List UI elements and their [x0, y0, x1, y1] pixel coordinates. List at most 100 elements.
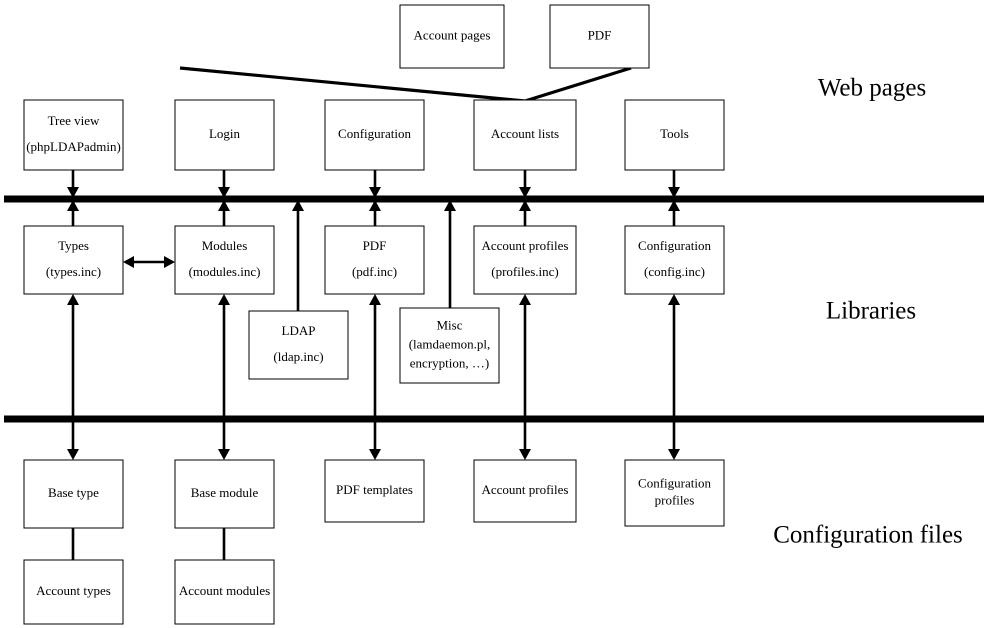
node-account-modules: Account modules — [174, 559, 275, 625]
connection-pdf-source-to-account-lists — [524, 66, 632, 103]
node-box — [324, 459, 425, 523]
node-label-line: Account profiles — [481, 238, 568, 253]
arrowhead-down — [67, 187, 79, 198]
arrowhead-up — [668, 294, 680, 305]
node-box — [174, 459, 275, 529]
arrowhead-down — [519, 449, 531, 460]
arrowhead-up — [67, 200, 79, 211]
node-box — [324, 225, 425, 295]
node-configuration-profiles: Configuration profiles — [624, 459, 725, 527]
connection-configuration-lib-up — [668, 200, 680, 226]
arrowhead-down — [668, 187, 680, 198]
node-label-line: Account profiles — [481, 482, 568, 497]
node-label-line: (profiles.inc) — [491, 264, 559, 279]
node-box — [624, 225, 725, 295]
node-label-line: (lamdaemon.pl, — [409, 336, 491, 351]
node-pdf-lib: PDF(pdf.inc) — [324, 225, 425, 295]
node-label-line: Account pages — [414, 27, 491, 42]
node-account-profiles-lib: Account profiles (profiles.inc) — [473, 225, 577, 295]
node-label-line: Configuration — [638, 475, 711, 490]
node-label-line: encryption, …) — [410, 355, 489, 370]
connection-account-profiles-up — [519, 200, 531, 226]
connection-profiles-to-account-profiles — [519, 294, 531, 460]
node-base-module: Base module — [174, 459, 275, 529]
node-tools: Tools — [624, 99, 725, 171]
arrowhead-up — [444, 200, 456, 211]
node-misc-lib: Misc (lamdaemon.pl, encryption, …) — [399, 307, 500, 384]
node-box — [174, 99, 275, 171]
arrowhead-up — [218, 294, 230, 305]
node-pdf-source: PDF — [549, 4, 650, 69]
node-login: Login — [174, 99, 275, 171]
node-box — [624, 99, 725, 171]
node-label-line: Tree view — [48, 113, 100, 128]
node-label-line: Base type — [48, 485, 99, 500]
node-box — [174, 225, 275, 295]
node-label-line: Account lists — [491, 126, 559, 141]
node-label-line: PDF templates — [336, 482, 413, 497]
node-box — [23, 99, 124, 171]
node-box — [248, 310, 349, 380]
connection-types-up — [67, 200, 79, 226]
node-label-line: Base module — [191, 485, 259, 500]
node-label-line: Account types — [36, 583, 111, 598]
arrowhead-down — [668, 449, 680, 460]
node-box — [399, 4, 505, 69]
layer-bars-group — [4, 195, 984, 423]
section-label-configuration-files: Configuration files — [773, 522, 963, 549]
node-label-line: (phpLDAPadmin) — [26, 139, 121, 154]
node-box — [549, 4, 650, 69]
node-modules-lib: Modules (modules.inc) — [174, 225, 275, 295]
node-label-line: Modules — [202, 238, 248, 253]
connection-ldap-to-bar — [292, 200, 304, 311]
arrowhead-down — [369, 187, 381, 198]
node-label-line: Misc — [437, 317, 463, 332]
section-label-libraries: Libraries — [826, 298, 916, 325]
connection-configuration-page-down — [369, 170, 381, 198]
arrowhead-down — [519, 187, 531, 198]
node-account-types: Account types — [23, 559, 124, 625]
connection-login-down — [218, 170, 230, 198]
node-box — [473, 99, 577, 171]
node-box — [324, 99, 425, 171]
connection-account-pages-to-account-lists — [179, 66, 526, 103]
node-base-type: Base type — [23, 459, 124, 529]
node-label-line: Configuration — [338, 126, 411, 141]
node-box — [23, 559, 124, 625]
node-box — [174, 559, 275, 625]
node-label-line: profiles — [655, 492, 695, 507]
nodes-group: Account pages PDF Tree view (phpLDAPadmin) L… — [23, 4, 725, 625]
node-box — [23, 459, 124, 529]
connection-tools-down — [668, 170, 680, 198]
section-label-web-pages: Web pages — [818, 75, 926, 102]
node-label-line: Login — [209, 126, 241, 141]
node-label-line: (types.inc) — [46, 264, 101, 279]
arrowhead-up — [668, 200, 680, 211]
node-box — [399, 307, 500, 384]
node-label-line: Account modules — [179, 583, 270, 598]
connection-account-lists-down — [519, 170, 531, 198]
connection-pdf-lib-up — [369, 200, 381, 226]
node-label-line: (config.inc) — [644, 264, 705, 279]
node-account-pages: Account pages — [399, 4, 505, 69]
arrowhead-up — [519, 200, 531, 211]
arrowhead-down — [369, 449, 381, 460]
node-configuration-page: Configuration — [324, 99, 425, 171]
node-types-lib: Types(types.inc) — [23, 225, 124, 295]
arrowhead-right — [164, 256, 175, 268]
node-tree-view: Tree view (phpLDAPadmin) — [23, 99, 124, 171]
node-account-lists: Account lists — [473, 99, 577, 171]
node-box — [624, 459, 725, 527]
arrowhead-up — [292, 200, 304, 211]
node-box — [473, 459, 577, 523]
arrowhead-down — [218, 187, 230, 198]
node-label-line: (modules.inc) — [189, 264, 261, 279]
node-label-line: Tools — [660, 126, 689, 141]
node-ldap-lib: LDAP(ldap.inc) — [248, 310, 349, 380]
arrowhead-up — [218, 200, 230, 211]
node-label-line: (pdf.inc) — [352, 264, 397, 279]
connection-modules-to-base-module — [218, 294, 230, 460]
arrowhead-up — [369, 294, 381, 305]
